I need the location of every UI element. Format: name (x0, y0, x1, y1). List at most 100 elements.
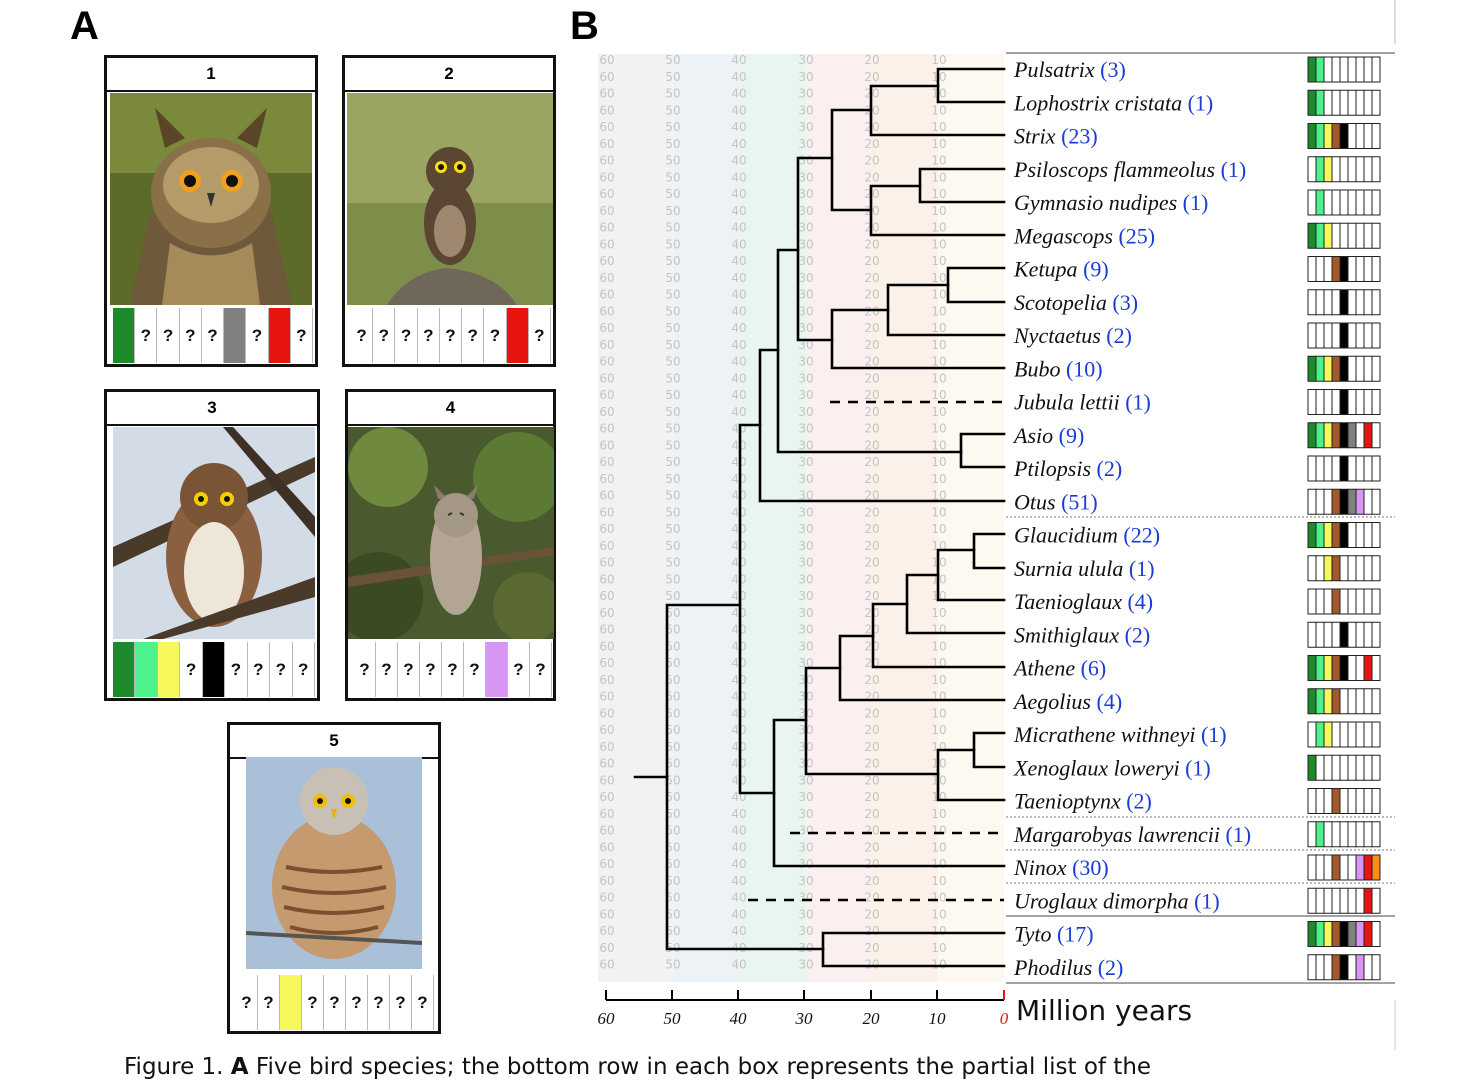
trait-absent-cell (1355, 322, 1365, 349)
trait-absent-cell (1307, 954, 1317, 981)
band-age-label: 50 (665, 304, 680, 318)
band-age-label: 60 (599, 824, 614, 838)
trait-absent-cell (1323, 788, 1333, 814)
trait-absent-cell (1339, 887, 1349, 914)
band-age-label: 20 (864, 941, 879, 955)
trait-present-cell (1307, 56, 1317, 83)
band-age-label: 10 (931, 840, 946, 854)
band-age-label: 10 (931, 723, 946, 737)
band-age-label: 60 (599, 388, 614, 402)
band-age-label: 10 (931, 924, 946, 938)
band-age-label: 30 (798, 874, 813, 888)
band-age-label: 60 (599, 187, 614, 201)
trait-present-cell (1331, 355, 1341, 382)
time-band (674, 54, 740, 982)
trait-absent-cell (1331, 721, 1341, 748)
trait-absent-cell (1363, 56, 1373, 83)
band-age-label: 60 (599, 422, 614, 436)
trait-absent-cell (1307, 488, 1317, 515)
trait-absent-cell (1323, 588, 1333, 615)
trait-present-cell (1307, 89, 1317, 116)
species-count: (6) (1081, 656, 1107, 681)
band-age-label: 50 (665, 472, 680, 486)
time-band (872, 54, 938, 982)
tree-branch (738, 423, 776, 795)
trait-absent-cell (1355, 887, 1365, 914)
unknown-trait-cell: ? (354, 642, 376, 697)
band-age-label: 10 (931, 690, 946, 704)
trait-absent-cell (1355, 422, 1365, 449)
trait-absent-cell (1371, 655, 1381, 681)
trait-absent-cell (1355, 256, 1365, 282)
band-age-label: 40 (731, 405, 746, 419)
trait-absent-cell (1331, 389, 1341, 415)
geologic-time-bands (598, 54, 1004, 982)
band-age-label: 20 (864, 824, 879, 838)
band-age-label: 30 (798, 103, 813, 117)
trait-absent-cell (1363, 621, 1373, 648)
band-age-label: 50 (665, 773, 680, 787)
trait-absent-cell (1331, 222, 1341, 249)
band-age-label: 60 (599, 773, 614, 787)
species-count: (25) (1118, 223, 1155, 248)
taxon-label: Glaucidium (22) (1014, 523, 1160, 548)
trait-absent-cell (1355, 754, 1365, 781)
species-count: (3) (1100, 57, 1126, 82)
band-age-label: 50 (665, 204, 680, 218)
band-age-label: 10 (931, 53, 946, 67)
trait-present-cell (1331, 921, 1341, 947)
trait-absent-cell (1371, 555, 1381, 582)
band-age-label: 30 (798, 656, 813, 670)
trait-absent-cell (1331, 89, 1341, 116)
band-age-label: 60 (599, 120, 614, 134)
band-age-label: 20 (864, 237, 879, 251)
band-age-label: 50 (665, 522, 680, 536)
band-age-label: 20 (864, 690, 879, 704)
trait-absent-cell (1363, 389, 1373, 415)
band-age-label: 20 (864, 773, 879, 787)
species-count: (1) (1201, 722, 1227, 747)
axis-tick-label: 10 (929, 1009, 947, 1028)
band-age-label: 10 (931, 321, 946, 335)
unknown-trait-cell: ? (508, 642, 530, 697)
trait-absent-cell (1355, 123, 1365, 149)
trait-present-cell (1339, 954, 1349, 981)
taxon-name: Aegolius (1012, 689, 1097, 714)
band-age-label: 60 (599, 204, 614, 218)
band-age-label: 60 (599, 288, 614, 302)
unknown-trait-cell: ? (270, 642, 293, 697)
unknown-trait-cell: ? (246, 308, 269, 363)
unknown-trait-cell: ? (484, 308, 507, 363)
trait-absent-cell (1371, 156, 1381, 183)
taxon-label: Smithiglaux (2) (1014, 622, 1150, 647)
species-count: (1) (1129, 556, 1155, 581)
band-age-label: 30 (798, 505, 813, 519)
unknown-trait-cell: ? (135, 308, 158, 363)
band-age-label: 20 (864, 907, 879, 921)
trait-absent-cell (1355, 821, 1365, 848)
taxon-label: Taenioptynx (2) (1014, 789, 1152, 814)
band-age-label: 10 (931, 824, 946, 838)
trait-present-cell (1339, 488, 1349, 515)
band-age-label: 60 (599, 639, 614, 653)
trait-present-cell (1331, 123, 1341, 149)
trait-present-cell (1363, 854, 1373, 881)
owl-photo-pygmy (113, 427, 315, 639)
trait-present-cell (1315, 156, 1325, 183)
trait-absent-cell (1323, 954, 1333, 981)
band-age-label: 30 (798, 371, 813, 385)
taxon-label: Micrathene withneyi (1) (1013, 722, 1227, 747)
trait-absent-cell (1355, 355, 1365, 382)
taxon-label: Margarobyas lawrencii (1) (1013, 822, 1251, 847)
band-age-label: 30 (798, 891, 813, 905)
band-age-label: 30 (798, 556, 813, 570)
band-age-label: 50 (665, 924, 680, 938)
trait-absent-cell (1347, 189, 1357, 216)
trait-present-cell (1339, 256, 1349, 282)
band-age-label: 40 (731, 807, 746, 821)
trait-absent-cell (1371, 887, 1381, 914)
trait-present-cell (1307, 422, 1317, 449)
species-count: (10) (1066, 356, 1103, 381)
unknown-trait-cell: ? (529, 308, 551, 363)
